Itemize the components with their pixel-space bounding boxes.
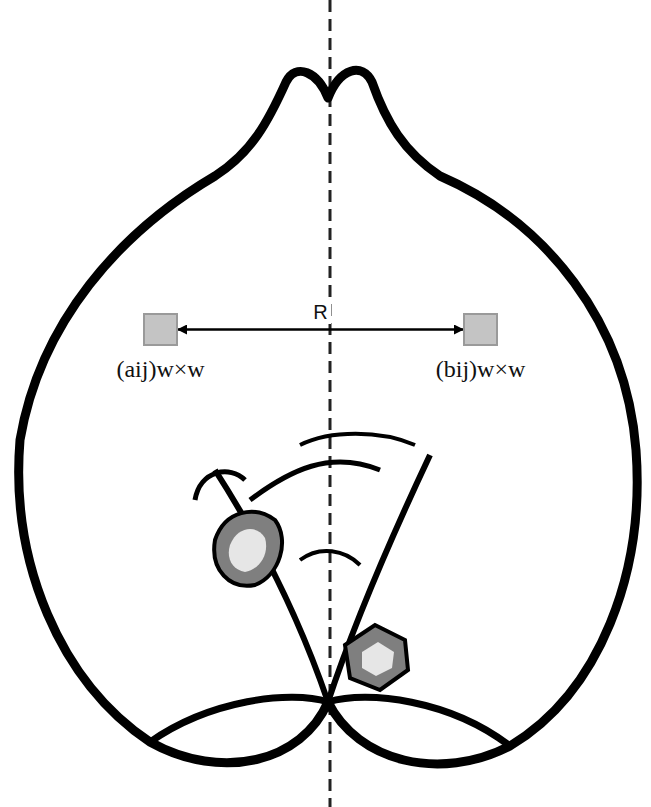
inner-fold: [300, 551, 360, 565]
window-label: (aij)w×w: [116, 356, 204, 383]
inner-fold: [300, 434, 415, 445]
distance-label: R: [310, 301, 330, 324]
lesion: [345, 625, 408, 690]
lesion-core: [229, 529, 266, 572]
sample-window: (bij)w×w: [463, 313, 498, 346]
window-label: (bij)w×w: [436, 356, 526, 383]
occipital-edge: [150, 697, 510, 746]
tentorium-left: [215, 470, 328, 702]
inner-fold: [250, 462, 380, 500]
inner-fold: [195, 472, 245, 500]
skull-outline: [19, 70, 637, 764]
sample-window: (aij)w×w: [143, 313, 178, 346]
distance-arrow: [178, 328, 463, 331]
lesion-core: [362, 642, 394, 676]
tentorium-right: [328, 455, 430, 702]
lesion: [214, 512, 282, 586]
